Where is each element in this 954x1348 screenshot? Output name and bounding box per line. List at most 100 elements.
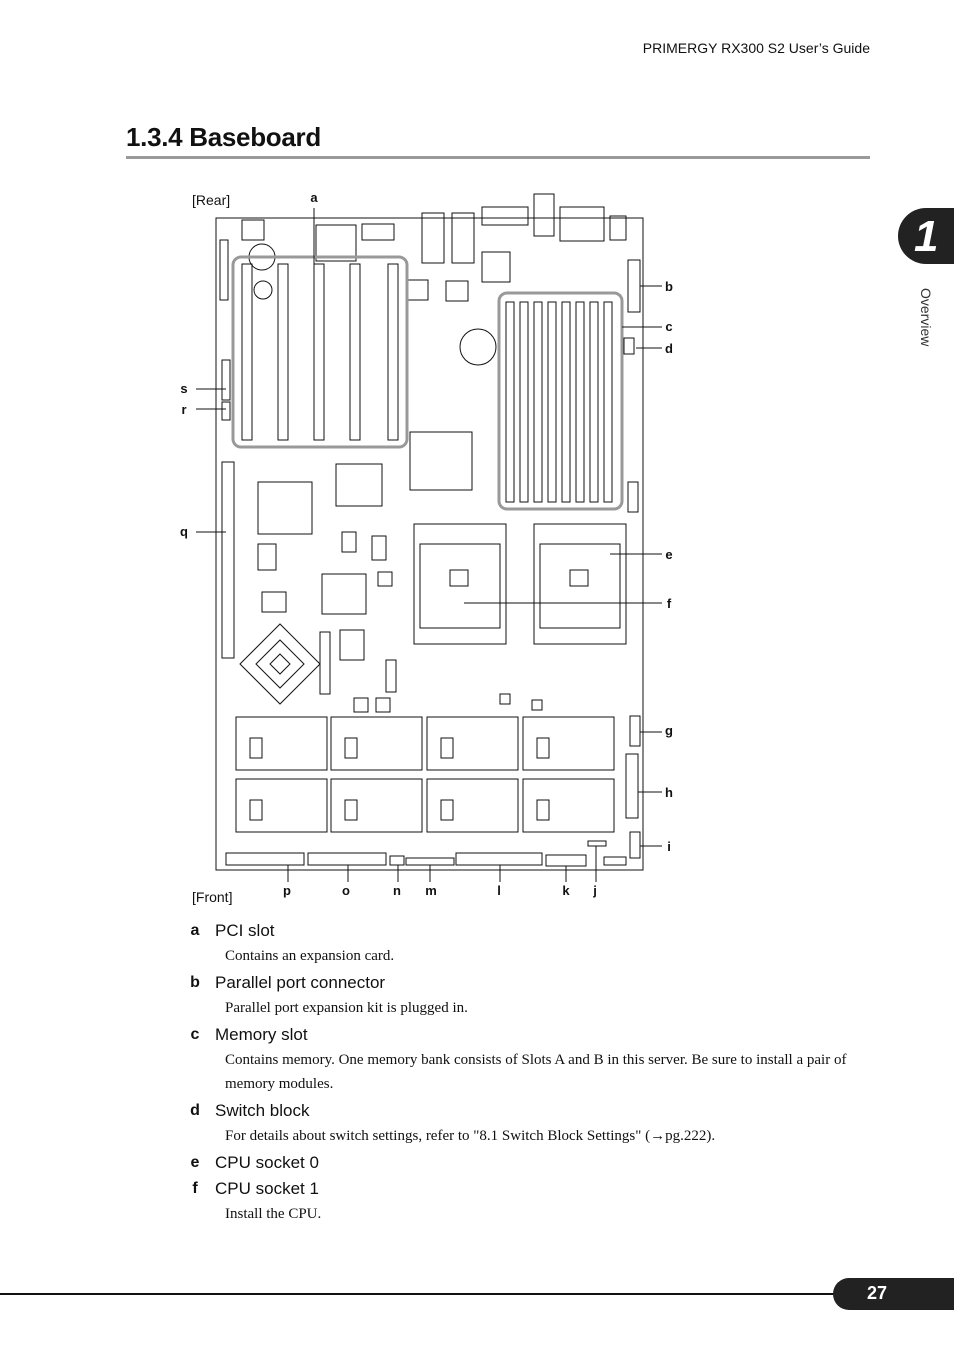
baseboard-diagram: [Rear] [Front] a b c d e f g h i s r q p… (180, 190, 673, 905)
callout-h: h (665, 785, 673, 800)
memory-highlight (497, 291, 624, 511)
item-desc: Parallel port expansion kit is plugged i… (225, 1000, 468, 1016)
callout-n: n (393, 883, 401, 898)
chip (407, 279, 429, 301)
memory-slot (505, 301, 515, 503)
rear-connector-6 (609, 215, 627, 241)
callout-f: f (667, 596, 672, 611)
diamond-chip (239, 623, 321, 705)
chip (257, 481, 313, 535)
rear-connector-3 (481, 206, 529, 226)
switch-block (623, 337, 635, 355)
item-desc: Install the CPU. (225, 1206, 322, 1222)
rear-label: [Rear] (192, 192, 230, 208)
j-connector (587, 840, 607, 847)
left-connector (221, 401, 231, 421)
rear-connector-5 (559, 206, 605, 242)
memory-slot (603, 301, 613, 503)
item-letter: b (190, 974, 200, 991)
chip (385, 659, 397, 693)
cpu-socket-1-core (449, 569, 469, 587)
chip (261, 591, 287, 613)
cpu-socket-0 (533, 523, 627, 645)
bay-connector (440, 737, 454, 759)
callout-g: g (665, 723, 673, 738)
item-f: f CPU socket 1 Install the CPU. (186, 1176, 876, 1226)
p-connector (225, 852, 305, 866)
bay (330, 716, 423, 771)
bay-connector (440, 799, 454, 821)
item-title: CPU socket 1 (215, 1179, 319, 1198)
callout-r: r (181, 402, 186, 417)
h-connector (625, 753, 639, 819)
chip (315, 224, 357, 262)
section-title: 1.3.4 Baseboard (126, 122, 321, 152)
rear-connector-4 (533, 193, 555, 237)
m-connector (405, 857, 455, 866)
memory-slot (561, 301, 571, 503)
callout-e: e (665, 547, 672, 562)
item-title: PCI slot (215, 921, 275, 940)
callout-l: l (497, 883, 501, 898)
chip (481, 251, 511, 283)
item-letter: d (190, 1102, 200, 1119)
bay (330, 778, 423, 833)
item-letter: a (190, 922, 200, 939)
cpu-socket-1-inner (419, 543, 501, 629)
pci-highlight (231, 255, 409, 449)
n-connector (389, 855, 405, 866)
callout-a: a (310, 190, 318, 205)
callout-p: p (283, 883, 291, 898)
bay (522, 778, 615, 833)
bay (426, 716, 519, 771)
parallel-port (627, 259, 641, 313)
left-connector (219, 239, 229, 301)
bay (235, 778, 328, 833)
item-title: Switch block (215, 1101, 310, 1120)
chip (339, 629, 365, 661)
item-desc: Contains an expansion card. (225, 948, 395, 964)
item-desc: Contains memory. One memory bank consist… (225, 1052, 847, 1092)
bay-connector (344, 799, 358, 821)
chapter-label: Overview (918, 288, 934, 347)
item-letter: c (190, 1026, 200, 1043)
chapter-number: 1 (914, 212, 939, 261)
bay-connector (249, 799, 263, 821)
chip (445, 280, 469, 302)
callout-b: b (665, 279, 673, 294)
i-connector (629, 831, 641, 859)
chip (319, 631, 331, 695)
chip (371, 535, 387, 561)
item-desc: For details about switch settings, refer… (225, 1128, 716, 1144)
running-header: PRIMERGY RX300 S2 User’s Guide (642, 40, 870, 56)
diamond-chip-inner (255, 639, 305, 689)
rear-connector-2 (451, 212, 475, 264)
memory-slot (589, 301, 599, 503)
memory-slot (533, 301, 543, 503)
left-connector (221, 359, 231, 401)
item-e: e CPU socket 0 (186, 1150, 876, 1176)
item-c: c Memory slot Contains memory. One memor… (186, 1022, 876, 1096)
chip (353, 697, 369, 713)
chapter-side-label: Overview (918, 288, 938, 368)
item-letter: e (190, 1154, 200, 1171)
item-title: Memory slot (215, 1025, 308, 1044)
g-connector (629, 715, 641, 747)
bay (522, 716, 615, 771)
diamond-chip-core (269, 653, 291, 675)
page-number: 27 (867, 1283, 888, 1303)
bay-connector (536, 799, 550, 821)
callout-k: k (562, 883, 570, 898)
chip (321, 573, 367, 615)
cpu-socket-0-core (569, 569, 589, 587)
callout-q: q (180, 524, 188, 539)
chip (377, 571, 393, 587)
bay-connector (536, 737, 550, 759)
bay (235, 716, 328, 771)
connector (627, 481, 639, 513)
item-a: a PCI slot Contains an expansion card. (186, 918, 876, 968)
chip (375, 697, 391, 713)
chip (257, 543, 277, 571)
pci-slot (387, 263, 399, 441)
small-chip (499, 693, 511, 705)
